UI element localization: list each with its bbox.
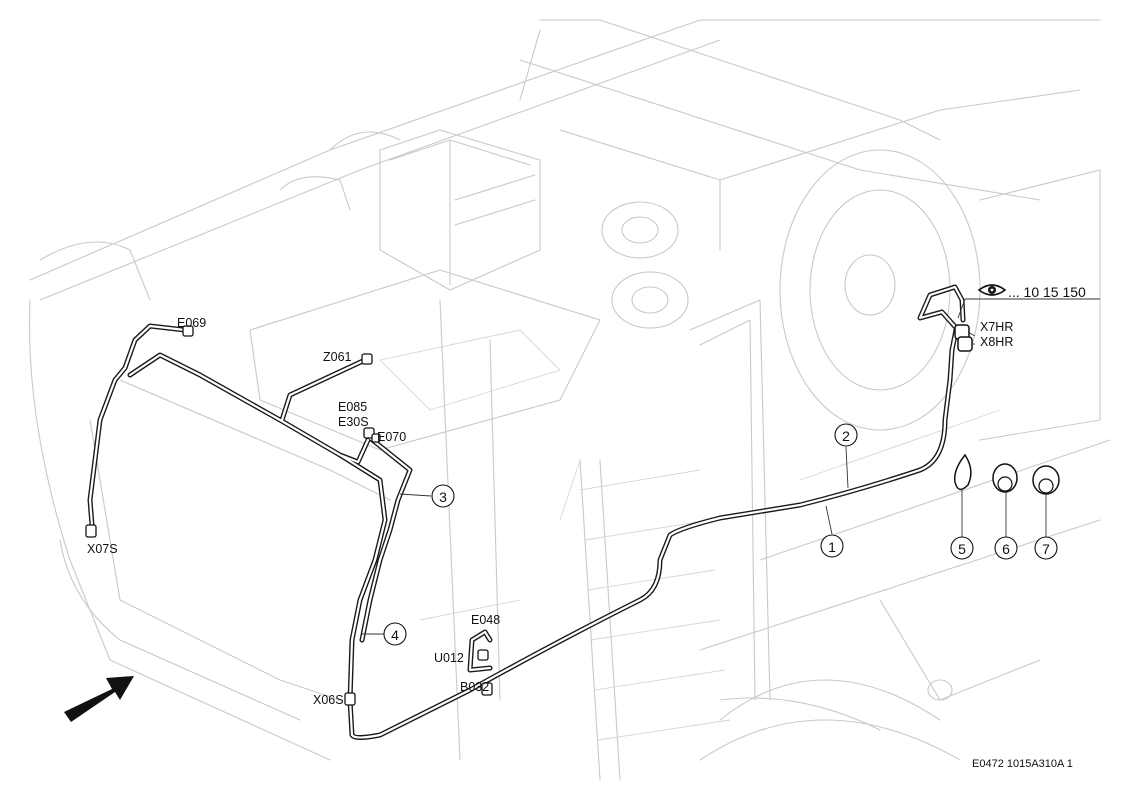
cable-tie-part — [953, 453, 972, 491]
reference-text: ... 10 15 150 — [1008, 284, 1086, 300]
callout-1: 1 — [820, 534, 844, 558]
eye-icon — [977, 284, 1007, 296]
leader-lines — [362, 298, 1100, 635]
callout-2-number: 2 — [842, 428, 850, 444]
label-e085: E085 — [338, 400, 367, 414]
label-e048: E048 — [471, 613, 500, 627]
label-x06s: X06S — [313, 693, 344, 707]
loose-parts — [953, 453, 1060, 495]
callout-5: 5 — [950, 536, 974, 560]
callout-6: 6 — [994, 536, 1018, 560]
drawing-code: E0472 1015A310A 1 — [972, 758, 1073, 770]
label-z061: Z061 — [323, 350, 352, 364]
callout-7-number: 7 — [1042, 541, 1050, 557]
label-x7hr: X7HR — [980, 320, 1013, 334]
callouts: 1 2 3 4 5 6 7 — [383, 423, 1058, 646]
label-x8hr: X8HR — [980, 335, 1013, 349]
callout-5-number: 5 — [958, 541, 966, 557]
grommet-part-7 — [1032, 465, 1060, 495]
harness-branch-e048 — [467, 629, 493, 673]
callout-3-number: 3 — [439, 489, 447, 505]
callout-4: 4 — [383, 622, 407, 646]
callout-2: 2 — [834, 423, 858, 447]
callout-3: 3 — [431, 484, 455, 508]
callout-4-number: 4 — [391, 627, 399, 643]
connector-labels: E069 Z061 E085 E30S E070 X07S E048 U012 … — [87, 316, 1013, 707]
label-e069: E069 — [177, 316, 206, 330]
grommet-part-6 — [992, 463, 1018, 493]
label-x07s: X07S — [87, 542, 118, 556]
cross-reference: ... 10 15 150 — [977, 284, 1086, 300]
callout-7: 7 — [1034, 536, 1058, 560]
harness-main — [347, 284, 966, 740]
harness-cab — [87, 323, 413, 703]
callout-1-number: 1 — [828, 539, 836, 555]
arrow-icon — [64, 676, 134, 722]
label-u012: U012 — [434, 651, 464, 665]
callout-6-number: 6 — [1002, 541, 1010, 557]
label-e30s: E30S — [338, 415, 369, 429]
label-b032: B032 — [460, 680, 489, 694]
label-e070: E070 — [377, 430, 406, 444]
machine-background-drawing — [28, 19, 1111, 781]
connectors — [85, 324, 973, 706]
